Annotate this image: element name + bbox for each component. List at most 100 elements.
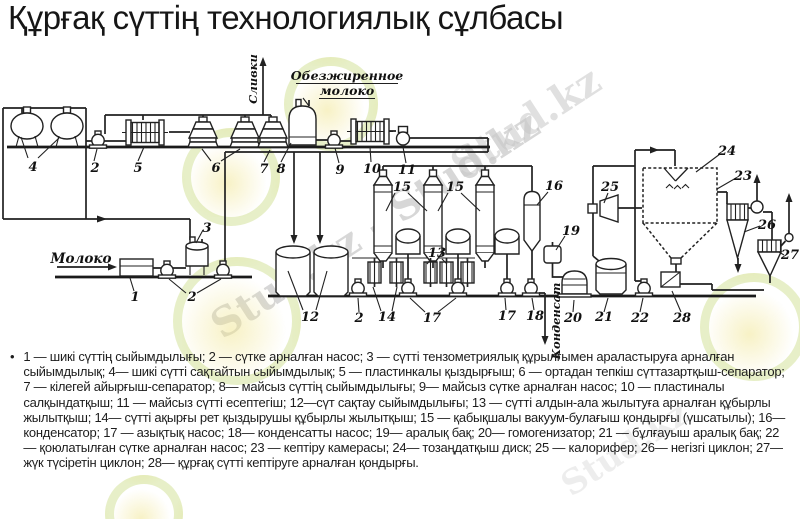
legend-item: 13 — сүтті алдын-ала жылытуға арналған қ… (23, 394, 771, 425)
tube-heater-13b (439, 257, 454, 288)
legend-item: 2 — сүтке арналған насос; (208, 349, 364, 364)
tube-heater-13a (423, 257, 438, 288)
legend-item: 5 — пластинкалы қыздырғыш; (338, 364, 516, 380)
evaporator-column-15a (373, 169, 393, 269)
storage-tank-12a (275, 245, 311, 297)
skim-milk-label-line2: молоко (320, 83, 375, 98)
reception-tank-1 (119, 258, 154, 277)
cream-separator-7 (257, 116, 289, 148)
callout-24: 24 (717, 144, 736, 159)
legend-item: 27— жүк түсіретін циклон; (23, 440, 783, 471)
legend-bullet: • (10, 349, 15, 364)
mixer-tank-21 (595, 257, 627, 296)
condenser-16 (523, 190, 541, 253)
legend-item: 22— қоюлатылған сүтке арналған насос; (23, 425, 780, 456)
legend-item: 16— конденсатор; (23, 409, 785, 441)
milk-counter-11 (395, 125, 411, 146)
callouts: 4 2 5 6 7 8 9 10 11 15 15 16 25 24 23 3 … (28, 144, 799, 326)
legend-item: 12—сүт сақтау сыйымдылығы; (289, 394, 469, 410)
callout-17: 17 (498, 309, 516, 324)
callout-21: 21 (594, 310, 613, 325)
callout-4: 4 (28, 160, 37, 175)
weighing-tank-3 (185, 236, 209, 275)
callout-2: 2 (186, 290, 196, 305)
callout-15: 15 (393, 180, 411, 195)
evaporator-column-15c (475, 169, 495, 269)
legend-item: 1 — шикі сүттің сыйымдылығы; (23, 349, 206, 364)
pump-2-bottom (348, 278, 368, 297)
callout-23: 23 (733, 169, 752, 184)
fan-26 (750, 200, 764, 214)
callout-22: 22 (630, 311, 649, 326)
callout-3: 3 (202, 221, 211, 236)
milk-pump-2-top (88, 130, 108, 149)
spray-disk-24 (663, 167, 690, 190)
callout-15: 15 (446, 180, 464, 195)
legend-item: 20— гомогенизатор; (477, 425, 596, 441)
callout-27: 27 (780, 248, 799, 263)
intermediate-tank-19 (543, 245, 562, 264)
main-cyclone-26 (726, 200, 764, 261)
callout-11: 11 (398, 163, 416, 178)
legend-item: 9— майсыз сүтке арналған насос; (418, 379, 618, 395)
storage-tank-12b (313, 245, 349, 297)
cream-label: Сливки (246, 54, 260, 104)
callout-18: 18 (526, 309, 544, 324)
condensate-label: Конденсат (549, 283, 563, 361)
callout-9: 9 (335, 163, 344, 178)
condensate-pump-18 (521, 278, 541, 297)
page-title: Құрғақ сүттің технологиялық сұлбасы (8, 0, 564, 36)
milk-label: Молоко (50, 251, 112, 267)
legend-item: 25 — калорифер; (535, 440, 638, 456)
flow-labels: Молоко Сливки Обезжиренное молоко Конден… (50, 54, 563, 360)
callout-2: 2 (89, 161, 99, 176)
clarifier-separator-6b (229, 116, 261, 148)
legend-item: 23 — кептіру камерасы; (250, 440, 389, 456)
legend-item: 3 — сүтті тензометриялық құрылғымен арал… (23, 349, 735, 380)
tube-heater-14b (389, 257, 404, 288)
skim-milk-tank-8 (288, 98, 317, 146)
pipework (2, 60, 790, 337)
callout-8: 8 (276, 162, 285, 177)
legend-item: 6 — ортадан тепкіш сүттазартқыш-сепарато… (518, 364, 785, 380)
legend-item: 24— тозаңдатқыш диск; (392, 440, 532, 456)
callout-28: 28 (672, 311, 691, 326)
milk-pump-2-right (213, 260, 233, 279)
legend-item: 10 — пластиналы салқындатқыш; (23, 379, 725, 410)
callout-17: 17 (423, 311, 441, 326)
legend-item: 21 — бұлғауыш аралық бақ; (598, 425, 763, 441)
callout-19: 19 (562, 224, 580, 239)
plate-cooler-10 (346, 118, 394, 145)
raw-milk-storage-tanks-4 (10, 106, 84, 148)
skim-milk-pump-9 (324, 130, 344, 149)
legend-item: 4— шикі сүтті сақтайтын сыйымдылық; (108, 364, 336, 380)
legend-text: 1 — шикі сүттің сыйымдылығы; 2 — сүтке а… (23, 349, 786, 471)
plate-heater-5 (121, 119, 169, 146)
vapour-separator-pot-3 (494, 228, 520, 283)
callout-25: 25 (600, 180, 619, 195)
callout-12: 12 (301, 310, 319, 325)
callout-16: 16 (545, 179, 563, 194)
discharge-box-28 (660, 271, 681, 288)
tube-heater-13c (460, 257, 475, 288)
callout-7: 7 (259, 162, 268, 177)
callout-1: 1 (130, 290, 139, 305)
clarifier-separator-6a (187, 116, 219, 148)
callout-20: 20 (563, 311, 582, 326)
legend-item: 17 — азықтық насос; (103, 425, 225, 441)
flow-arrows (97, 57, 793, 345)
legend-item: 14— сүтті ақырғы рет қыздырушы құбырлы ж… (94, 409, 417, 425)
unloading-cyclone-27 (756, 232, 794, 283)
homogenizer-20 (557, 270, 592, 298)
callout-5: 5 (133, 161, 142, 176)
legend-item: 18— конденсатты насос; (227, 425, 373, 441)
callout-26: 26 (757, 218, 776, 233)
callout-leaders (20, 82, 785, 313)
legend: • 1 — шикі сүттің сыйымдылығы; 2 — сүтке… (10, 349, 786, 471)
callout-13: 13 (428, 246, 446, 261)
callout-6: 6 (211, 161, 220, 176)
drying-chamber-23 (642, 167, 718, 265)
skim-milk-label-line1: Обезжиренное (291, 68, 404, 83)
